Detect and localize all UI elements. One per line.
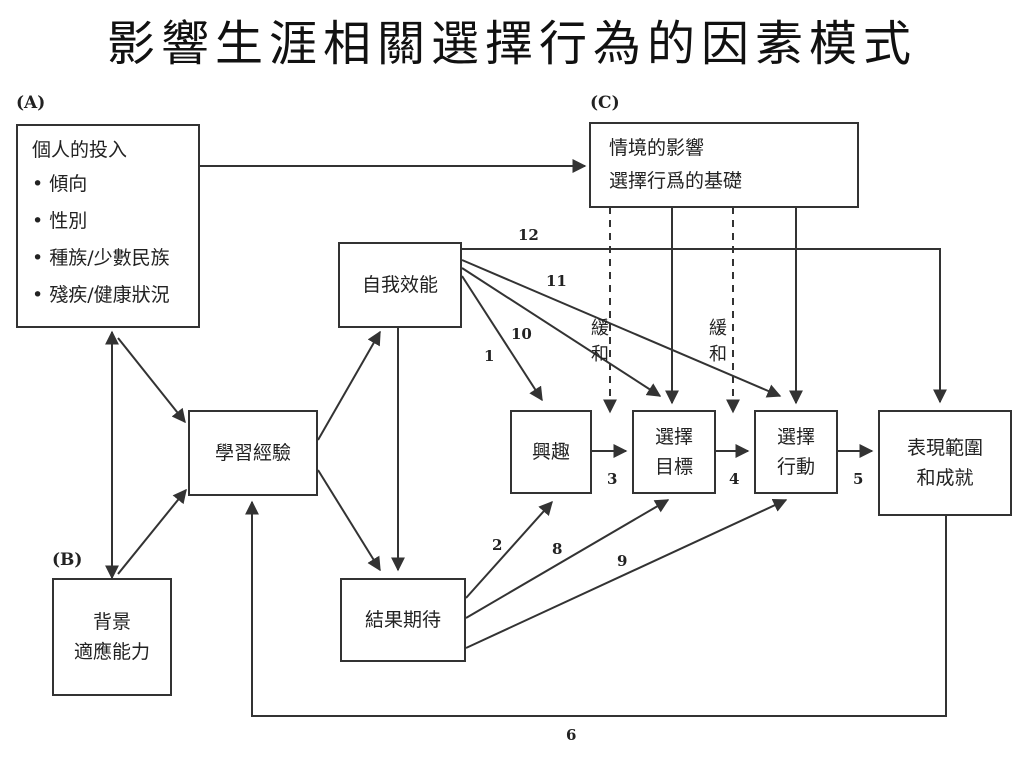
path-number-1: 1 (484, 347, 495, 365)
moderator-label-actions: 緩 和 (706, 316, 730, 368)
context-line2: 選擇行爲的基礎 (609, 170, 743, 192)
arrow-path-2 (465, 500, 553, 599)
choice-goals-line2: 目標 (654, 456, 693, 478)
path-number-10: 10 (511, 325, 532, 343)
arrow-path-6 (245, 500, 947, 717)
path-number-8: 8 (552, 540, 563, 558)
label-c: (C) (590, 93, 620, 113)
arrow-background-to-learning (117, 488, 187, 575)
list-item: • 性別 (32, 210, 88, 232)
arrow-path-10 (461, 267, 662, 397)
list-item: • 種族/少數民族 (32, 247, 170, 269)
choice-actions-line1: 選擇 (776, 426, 815, 448)
moderator-label-goals: 緩 和 (588, 316, 612, 368)
arrow-path-9 (465, 498, 788, 649)
self-efficacy-label: 自我效能 (361, 274, 438, 296)
choice-goals-line1: 選擇 (654, 426, 693, 448)
page-title: 影響生涯相關選擇行為的因素模式 (106, 16, 917, 72)
label-a: (A) (16, 93, 46, 113)
learning-experiences-label: 學習經驗 (214, 442, 291, 464)
self-efficacy-box: 自我效能 (338, 242, 462, 328)
path-number-2: 2 (492, 536, 503, 554)
choice-goals-box: 選擇 目標 (632, 410, 716, 494)
performance-box: 表現範圍 和成就 (878, 410, 1012, 516)
list-item: • 殘疾/健康狀況 (32, 284, 170, 306)
choice-actions-line2: 行動 (776, 456, 815, 478)
list-item: • 傾向 (32, 173, 88, 195)
outcome-expectations-label: 結果期待 (364, 609, 441, 631)
arrow-learning-to-outcome (317, 469, 381, 572)
arrow-path-8 (465, 499, 670, 619)
path-number-9: 9 (617, 552, 628, 570)
personal-inputs-heading: 個人的投入 (32, 139, 128, 161)
path-number-11: 11 (546, 272, 567, 290)
moderator-char: 和 (591, 344, 609, 365)
path-number-5: 5 (853, 470, 864, 488)
performance-line1: 表現範圍 (906, 437, 983, 459)
background-line1: 背景 (92, 611, 131, 633)
moderator-char: 和 (709, 344, 727, 365)
arrow-path-1 (461, 275, 543, 402)
context-box: 情境的影響 選擇行爲的基礎 (589, 122, 859, 208)
interest-box: 興趣 (510, 410, 592, 494)
label-b: (B) (52, 550, 83, 570)
moderator-char: 緩 (591, 318, 609, 339)
personal-inputs-box: 個人的投入 • 傾向 • 性別 • 種族/少數民族 • 殘疾/健康狀況 (16, 124, 200, 328)
arrow-path-11 (461, 259, 782, 398)
arrow-personal-to-learning (117, 337, 186, 424)
performance-line2: 和成就 (916, 467, 974, 489)
background-box: 背景 適應能力 (52, 578, 172, 696)
context-line1: 情境的影響 (609, 137, 705, 159)
learning-experiences-box: 學習經驗 (188, 410, 318, 496)
arrow-path-12 (462, 248, 947, 404)
moderator-char: 緩 (709, 318, 727, 339)
choice-actions-box: 選擇 行動 (754, 410, 838, 494)
outcome-expectations-box: 結果期待 (340, 578, 466, 662)
path-number-12: 12 (518, 226, 539, 244)
path-number-6: 6 (566, 726, 577, 744)
personal-inputs-list: • 傾向 • 性別 • 種族/少數民族 • 殘疾/健康狀況 (32, 166, 198, 314)
interest-label: 興趣 (531, 441, 570, 463)
arrow-learning-to-selfefficacy (317, 330, 381, 441)
path-number-3: 3 (607, 470, 618, 488)
path-number-4: 4 (729, 470, 740, 488)
background-line2: 適應能力 (73, 641, 150, 663)
